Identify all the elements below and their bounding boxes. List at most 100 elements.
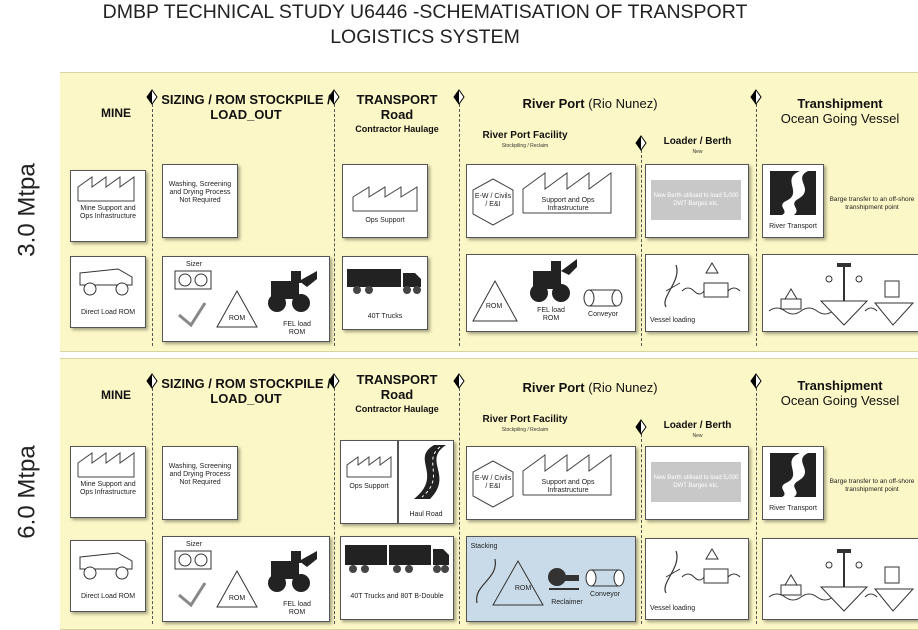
separator: [756, 104, 757, 346]
fel-load-label: FEL load ROM: [283, 321, 311, 336]
header-port-facility: River Port Facility: [482, 130, 568, 141]
header-transport: TRANSPORT Road Contractor Haulage: [338, 92, 456, 136]
title-line-1: DMBP TECHNICAL STUDY U6446 -SCHEMATISATI…: [102, 1, 748, 23]
header-loader-berth: Loader / Berth: [663, 420, 732, 431]
direct-load-box: Direct Load ROM: [70, 256, 146, 328]
title-line-2: LOGISTICS SYSTEM: [330, 26, 520, 48]
truck-icon: [347, 269, 421, 294]
ew-civils-label: E-W / Civils / E&I: [474, 193, 512, 208]
header-mine: MINE: [101, 388, 131, 402]
ops-support-label: Ops Support: [365, 217, 405, 224]
b-double-truck-icon: [345, 545, 449, 573]
diamond-marker-icon: [635, 135, 647, 151]
sizer-label: Sizer: [186, 261, 202, 268]
river-icon: [770, 453, 816, 497]
stockpile-icon: [472, 279, 518, 322]
mine-support-box: Mine Support and Ops Infrastructure: [70, 170, 146, 242]
transhipment-box: [762, 254, 918, 332]
transhipment-box: [762, 538, 918, 620]
diagram-title: DMBP TECHNICAL STUDY U6446 -SCHEMATISATI…: [0, 0, 850, 50]
header-river-port-name: River Port: [522, 380, 585, 395]
conveyor-icon: [585, 569, 625, 587]
header-loader-sub: New: [692, 433, 703, 439]
vessel-loading-box: Vessel loading: [645, 254, 749, 332]
header-transport-line2: Road: [380, 387, 414, 402]
ops-support-box: Ops Support: [342, 164, 428, 238]
header-sizing-line2: LOAD_OUT: [210, 391, 282, 406]
diamond-marker-icon: [453, 373, 465, 389]
diamond-marker-icon: [328, 89, 340, 105]
header-transhipment: Transhipment Ocean Going Vessel: [765, 96, 915, 126]
header-river-port: River Port (Rio Nunez): [500, 380, 680, 395]
loader-icon: [530, 259, 577, 302]
diamond-marker-icon: [146, 373, 158, 389]
header-port-facility-sub: Stockpiling / Reclaim: [501, 143, 549, 149]
new-berth-panel: New Berth utilised to load 5,000 DWT Bar…: [651, 180, 741, 220]
transhipment-vessel-icon: [768, 263, 915, 326]
separator: [334, 388, 335, 624]
header-port-facility-sub: Stockpiling / Reclaim: [501, 427, 549, 433]
header-port-facility: River Port Facility: [482, 414, 568, 425]
port-support-box: E-W / Civils / E&I Support and Ops Infra…: [466, 164, 636, 238]
sizer-rom-box: Sizer ROM FEL load ROM: [162, 256, 330, 342]
separator: [459, 388, 460, 624]
mine-support-box: Mine Support and Ops Infrastructure: [70, 446, 146, 518]
washing-label: Washing, Screening and Drying Process No…: [168, 181, 232, 204]
ops-support-box: Ops Support: [340, 440, 398, 524]
shiploader-icon: [664, 548, 741, 594]
direct-load-label: Direct Load ROM: [80, 593, 136, 600]
port-rom-label: ROM: [514, 585, 532, 592]
factory-icon: [522, 454, 612, 496]
stacker-icon: [476, 558, 496, 604]
factory-icon: [77, 452, 135, 478]
header-river-port-sub: (Rio Nunez): [588, 96, 658, 111]
washing-box: Washing, Screening and Drying Process No…: [162, 446, 238, 520]
chute-icon: [178, 302, 207, 328]
header-transport-line1: TRANSPORT: [356, 372, 438, 387]
header-sizing-line1: SIZING / ROM STOCKPILE /: [161, 376, 331, 391]
hexagon-icon: [472, 178, 514, 226]
sizer-icon: [174, 550, 212, 570]
port-rom-label: ROM: [485, 303, 503, 310]
diamond-marker-icon: [328, 373, 340, 389]
separator: [641, 434, 642, 624]
header-river-port-sub: (Rio Nunez): [588, 380, 658, 395]
rom-label: ROM: [228, 315, 246, 322]
ew-civils-label: E-W / Civils / E&I: [474, 475, 512, 490]
reclaimer-label: Reclaimer: [551, 599, 583, 606]
row-label-3mtpa-text: 3.0 Mtpa: [14, 163, 42, 257]
conveyor-label: Conveyor: [590, 591, 620, 598]
direct-load-box: Direct Load ROM: [70, 540, 146, 612]
separator: [152, 104, 153, 346]
conveyor-icon: [583, 289, 623, 307]
separator: [641, 150, 642, 346]
header-loader-sub: New: [692, 149, 703, 155]
header-transport: TRANSPORT Road Contractor Haulage: [338, 372, 456, 416]
transhipment-vessel-icon: [768, 549, 915, 612]
separator: [334, 104, 335, 346]
stockpile-icon: [216, 289, 258, 328]
barge-transfer-label: Barge transfer to an off-shore transhipm…: [829, 196, 915, 211]
sizer-rom-box: Sizer ROM FEL load ROM: [162, 536, 330, 622]
haul-road-box: Haul Road: [398, 440, 454, 524]
header-transport-line1: TRANSPORT: [356, 92, 438, 107]
row-label-3mtpa: 3.0 Mtpa: [2, 70, 54, 350]
separator: [756, 388, 757, 624]
factory-icon: [352, 186, 418, 212]
header-sizing: SIZING / ROM STOCKPILE / LOAD_OUT: [160, 92, 332, 122]
sizer-label: Sizer: [186, 541, 202, 548]
header-mine: MINE: [101, 106, 131, 120]
trucks-box: 40T Trucks: [342, 256, 428, 330]
river-transport-box: River Transport: [762, 164, 824, 238]
mine-support-label: Mine Support and Ops Infrastructure: [79, 481, 137, 496]
header-transport-line3: Contractor Haulage: [355, 404, 439, 414]
separator: [459, 104, 460, 346]
row-label-6mtpa: 6.0 Mtpa: [2, 356, 54, 628]
river-transport-label: River Transport: [769, 505, 817, 512]
vessel-loading-label: Vessel loading: [650, 317, 696, 324]
stacking-label: Stacking: [470, 543, 498, 550]
port-fel-label: FEL load ROM: [537, 307, 565, 322]
header-transhipment-line1: Transhipment: [797, 96, 883, 111]
loader-berth-box: New Berth utilised to load 5,000 DWT Bar…: [645, 446, 749, 520]
diamond-marker-icon: [750, 373, 762, 389]
